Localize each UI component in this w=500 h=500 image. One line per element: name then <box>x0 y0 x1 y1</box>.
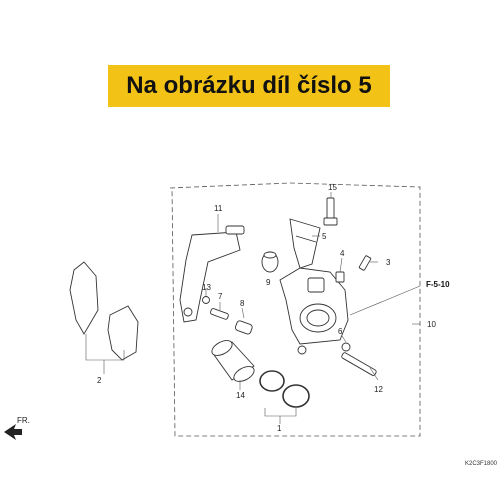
part-number-1: 1 <box>277 424 282 433</box>
part-number-11: 11 <box>214 204 223 213</box>
part-1-seals <box>259 370 310 408</box>
part-number-4: 4 <box>340 249 345 258</box>
part-number-6: 6 <box>338 327 343 336</box>
part-number-9: 9 <box>266 278 271 287</box>
banner-text: Na obrázku díl číslo 5 <box>126 72 372 99</box>
part-number-12: 12 <box>374 385 383 394</box>
part-11-bracket <box>179 225 245 323</box>
title-banner: Na obrázku díl číslo 5 <box>108 65 390 107</box>
direction-label: FR. <box>17 416 30 425</box>
part-3-4-bleeder <box>335 255 372 283</box>
part-number-10: 10 <box>427 320 436 329</box>
part-number-14: 14 <box>236 391 245 400</box>
part-6-12 <box>341 342 377 376</box>
part-number-3: 3 <box>386 258 391 267</box>
part-number-7: 7 <box>218 292 223 301</box>
assembly-outline <box>169 182 421 437</box>
part-number-15: 15 <box>328 183 337 192</box>
caliper-body <box>279 267 349 355</box>
part-number-13: 13 <box>202 283 211 292</box>
part-9-boot <box>261 251 279 273</box>
part-5-spring <box>289 218 321 269</box>
part-number-5: 5 <box>322 232 327 241</box>
diagram-code: K2C3F1800 <box>465 461 498 467</box>
part-14-piston <box>211 340 255 382</box>
direction-arrow-icon <box>4 424 22 440</box>
part-15-bolt <box>323 197 338 226</box>
reference-label: F-5-10 <box>426 280 450 289</box>
part-number-8: 8 <box>240 299 245 308</box>
part-2-pads <box>69 261 139 361</box>
part-7-8-13 <box>202 296 253 335</box>
part-number-2: 2 <box>97 376 102 385</box>
leader-lines <box>85 192 421 424</box>
